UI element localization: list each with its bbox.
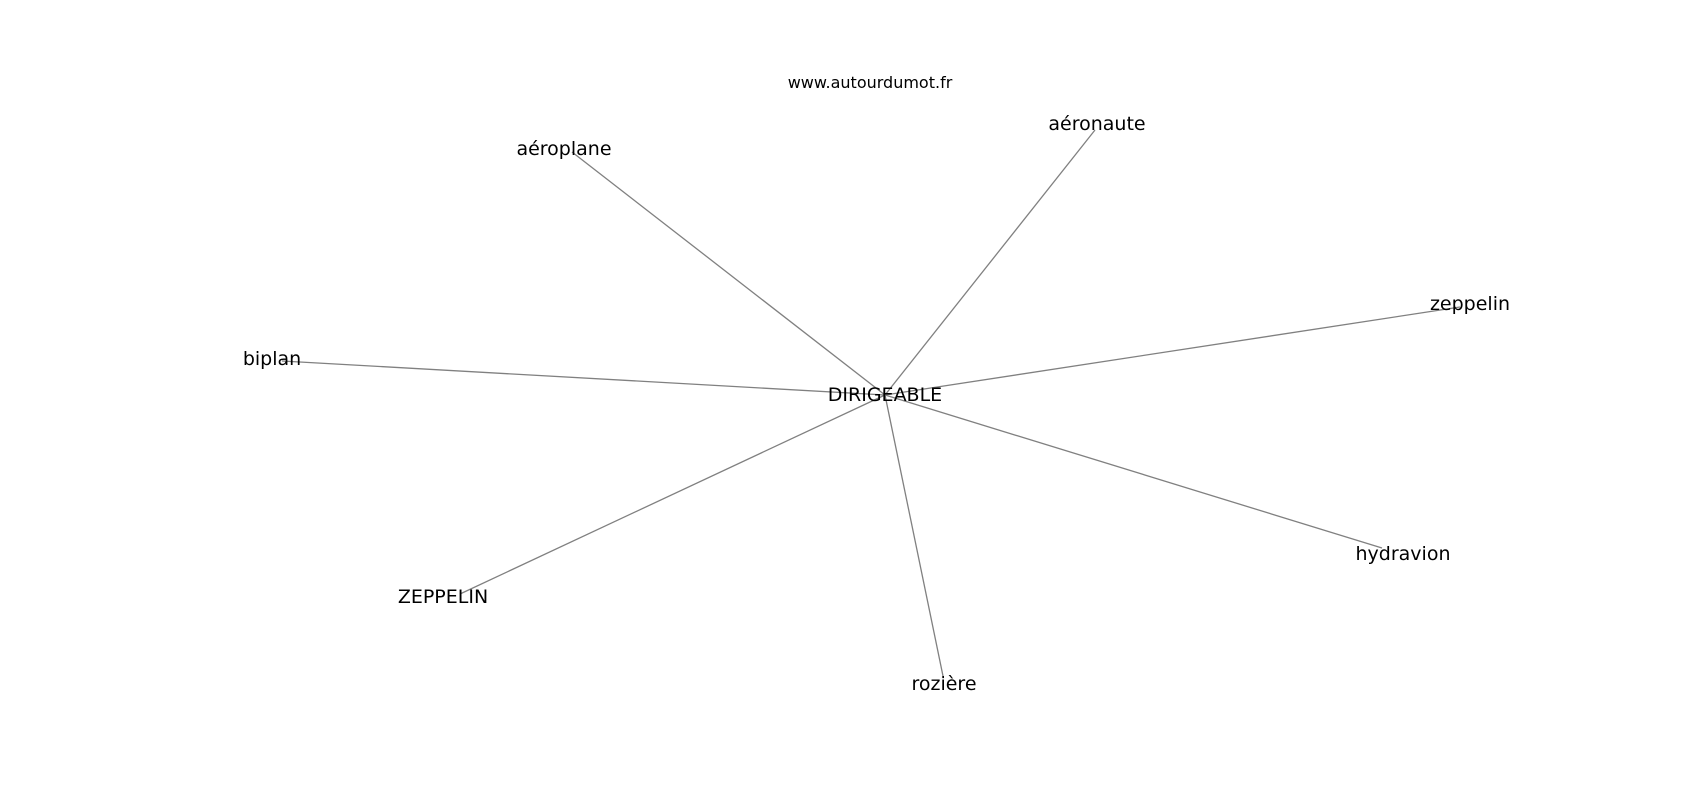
node-zeppelin-lower[interactable]: zeppelin: [1430, 293, 1510, 315]
site-url-label: www.autourdumot.fr: [788, 73, 953, 92]
node-zeppelin-upper[interactable]: ZEPPELIN: [398, 586, 488, 608]
edge-aeroplane: [571, 151, 886, 396]
edge-hydravion: [884, 394, 1383, 549]
edge-zeppelin-upper: [459, 394, 886, 595]
node-aeronaute[interactable]: aéronaute: [1048, 113, 1145, 135]
node-center[interactable]: DIRIGEABLE: [828, 384, 942, 406]
edge-zeppelin-lower: [884, 306, 1461, 396]
graph-nodes: DIRIGEABLE aéroplane aéronaute zeppelin …: [243, 113, 1510, 695]
node-biplan[interactable]: biplan: [243, 348, 301, 370]
node-aeroplane[interactable]: aéroplane: [516, 138, 611, 160]
graph-edges: [281, 129, 1461, 677]
node-hydravion[interactable]: hydravion: [1356, 543, 1451, 565]
edge-aeronaute: [884, 129, 1096, 396]
node-roziere[interactable]: rozière: [911, 673, 976, 695]
edge-roziere: [884, 394, 944, 677]
edge-biplan: [281, 360, 886, 396]
